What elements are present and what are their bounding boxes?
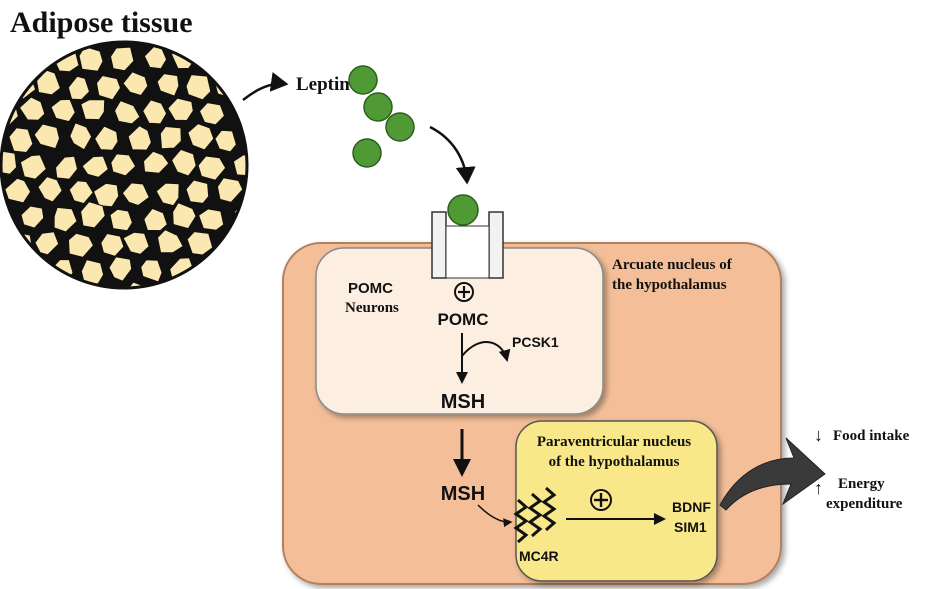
fat-cell: [55, 155, 78, 180]
fat-cell: [199, 46, 228, 69]
leptin-receptor: [431, 211, 504, 279]
fat-cell: [67, 282, 90, 288]
fat-cell: [152, 283, 180, 288]
fat-cell: [97, 286, 122, 288]
fat-cell: [110, 46, 135, 72]
fat-cell: [34, 231, 60, 256]
fat-cell: [122, 71, 149, 96]
fat-cell: [244, 126, 247, 150]
secretion-arrow: [242, 71, 289, 101]
fat-cell: [143, 150, 170, 174]
food-intake-label: Food intake: [833, 428, 910, 444]
fat-cell: [156, 73, 180, 97]
activation-plus-icon: [454, 282, 474, 302]
pvn-activation-plus-icon: [590, 489, 612, 511]
fat-cell: [37, 176, 63, 203]
pvn-label-line1: Paraventricular nucleus: [537, 434, 691, 450]
fat-cell: [187, 123, 215, 151]
fat-cell: [20, 205, 45, 229]
fat-cell: [172, 202, 197, 230]
fat-cell: [68, 232, 94, 258]
pomc-neurons-label-line1: POMC: [348, 280, 393, 297]
fat-cell: [69, 122, 93, 151]
fat-cell: [216, 177, 244, 203]
pcsk1-label: PCSK1: [512, 334, 559, 350]
fat-cell: [108, 256, 133, 282]
leptin-label: Leptin: [296, 74, 350, 95]
down-arrow-icon: ↓: [814, 425, 823, 445]
pomc-label: POMC: [438, 310, 489, 329]
fat-cell: [198, 208, 225, 231]
fat-cell: [167, 97, 194, 121]
fat-cell: [67, 75, 90, 101]
energy-label-line2: expenditure: [826, 496, 903, 512]
fat-cell: [18, 96, 46, 121]
fat-cell: [8, 127, 34, 153]
fat-cell: [36, 69, 61, 96]
fat-cell: [232, 154, 247, 177]
paraventricular-nucleus-box: [515, 420, 718, 582]
bound-leptin-molecule: [447, 194, 479, 226]
fat-cell: [78, 45, 104, 72]
fat-cell: [110, 153, 137, 177]
diagram-title: Adipose tissue: [10, 6, 193, 39]
fat-cell: [143, 207, 168, 232]
fat-cell: [142, 99, 168, 125]
mc4r-receptor-icon: [513, 486, 557, 544]
msh-to-mc4r-arrow: [477, 504, 513, 528]
leptin-binding-arrow: [429, 125, 476, 185]
fat-cell: [100, 233, 125, 257]
fat-cell: [171, 148, 197, 177]
arcuate-label-line1: Arcuate nucleus of: [612, 257, 733, 273]
fat-cell: [157, 229, 184, 254]
fat-cell: [121, 182, 150, 206]
pomc-neurons-label-line2: Neurons: [345, 300, 399, 316]
sim1-label: SIM1: [674, 519, 707, 535]
msh-inner-label: MSH: [441, 391, 485, 413]
leptin-molecules: [348, 65, 415, 168]
fat-cell: [22, 46, 48, 72]
fat-cell: [80, 201, 106, 229]
fat-cell: [204, 257, 229, 281]
msh-outer-label: MSH: [441, 483, 485, 505]
fat-cell: [96, 75, 121, 101]
adipose-tissue-circle: [0, 40, 249, 290]
bdnf-label: BDNF: [672, 499, 711, 515]
fat-cell: [109, 208, 133, 232]
fat-cell: [114, 100, 141, 125]
fat-cell: [93, 182, 120, 208]
fat-cell: [214, 129, 237, 153]
fat-cell: [68, 180, 94, 205]
fat-cell: [1, 150, 18, 175]
fat-cell: [122, 231, 150, 255]
mc4r-label: MC4R: [519, 548, 559, 564]
energy-label-line1: Energy: [838, 476, 885, 492]
fat-cell: [19, 154, 47, 180]
arcuate-label-line2: the hypothalamus: [612, 277, 727, 293]
fat-cell: [155, 182, 180, 207]
fat-cells: [1, 42, 247, 288]
fat-cell: [94, 125, 119, 151]
fat-cell: [186, 231, 214, 256]
fat-cell: [185, 179, 210, 204]
fat-cell: [33, 123, 60, 150]
pcsk1-cleavage-arrow: [461, 341, 511, 362]
fat-cell: [53, 206, 78, 233]
up-arrow-icon: ↑: [814, 478, 823, 498]
fat-cell: [159, 126, 182, 150]
physiological-output-arrow: [719, 437, 826, 511]
fat-cell: [198, 102, 225, 126]
pvn-label-line2: of the hypothalamus: [549, 454, 680, 470]
fat-cell: [50, 98, 76, 123]
fat-cell: [197, 155, 227, 181]
fat-cell: [81, 155, 109, 178]
fat-cell: [80, 99, 106, 121]
fat-cell: [127, 125, 152, 151]
